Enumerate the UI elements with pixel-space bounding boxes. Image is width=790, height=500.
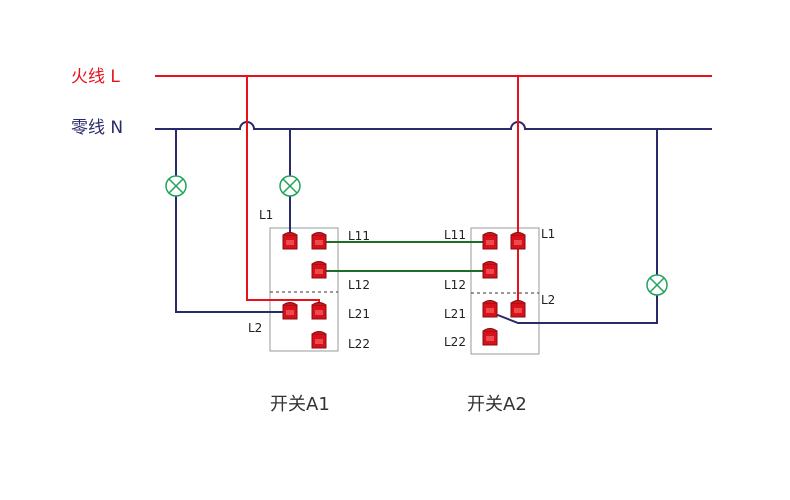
switch-a2-title: 开关A2 xyxy=(467,394,527,415)
a1-label-l21: L21 xyxy=(348,307,370,321)
a1-terminal-l12 xyxy=(311,261,327,279)
a2-terminal-l22 xyxy=(482,328,498,346)
a1-label-l11: L11 xyxy=(348,229,370,243)
a1-label-l2: L2 xyxy=(248,321,262,335)
switch-a2-box xyxy=(470,227,540,355)
a2-terminal-l12 xyxy=(482,261,498,279)
a2-label-l12: L12 xyxy=(444,278,466,292)
lamp-icon xyxy=(279,175,301,197)
a1-label-l1: L1 xyxy=(259,208,273,222)
switch-a1-box xyxy=(269,227,339,352)
a1-terminal-l22 xyxy=(311,331,327,349)
switch-a2 xyxy=(470,227,540,355)
neutral-line-label: 零线 N xyxy=(71,118,123,138)
wire-lamp-right xyxy=(489,129,658,324)
a2-label-l21: L21 xyxy=(444,307,466,321)
a1-terminal-l2 xyxy=(282,302,298,320)
a2-label-l22: L22 xyxy=(444,335,466,349)
a1-terminal-l11 xyxy=(311,232,327,250)
a1-label-l22: L22 xyxy=(348,337,370,351)
a1-label-l12: L12 xyxy=(348,278,370,292)
a2-label-l11: L11 xyxy=(444,228,466,242)
lamp-icon xyxy=(646,274,668,296)
live-line-label: 火线 L xyxy=(71,67,120,87)
switch-a1 xyxy=(269,227,339,352)
a2-label-l1: L1 xyxy=(541,227,555,241)
a2-label-l2: L2 xyxy=(541,293,555,307)
a2-terminal-l1 xyxy=(510,232,526,250)
a2-terminal-l11 xyxy=(482,232,498,250)
lamp-icon xyxy=(165,175,187,197)
neutral-line xyxy=(155,121,712,130)
a2-terminal-l21 xyxy=(482,300,498,318)
a2-terminal-l2 xyxy=(510,300,526,318)
a1-terminal-l1 xyxy=(282,232,298,250)
a1-terminal-l21 xyxy=(311,302,327,320)
switch-a1-title: 开关A1 xyxy=(270,394,330,415)
